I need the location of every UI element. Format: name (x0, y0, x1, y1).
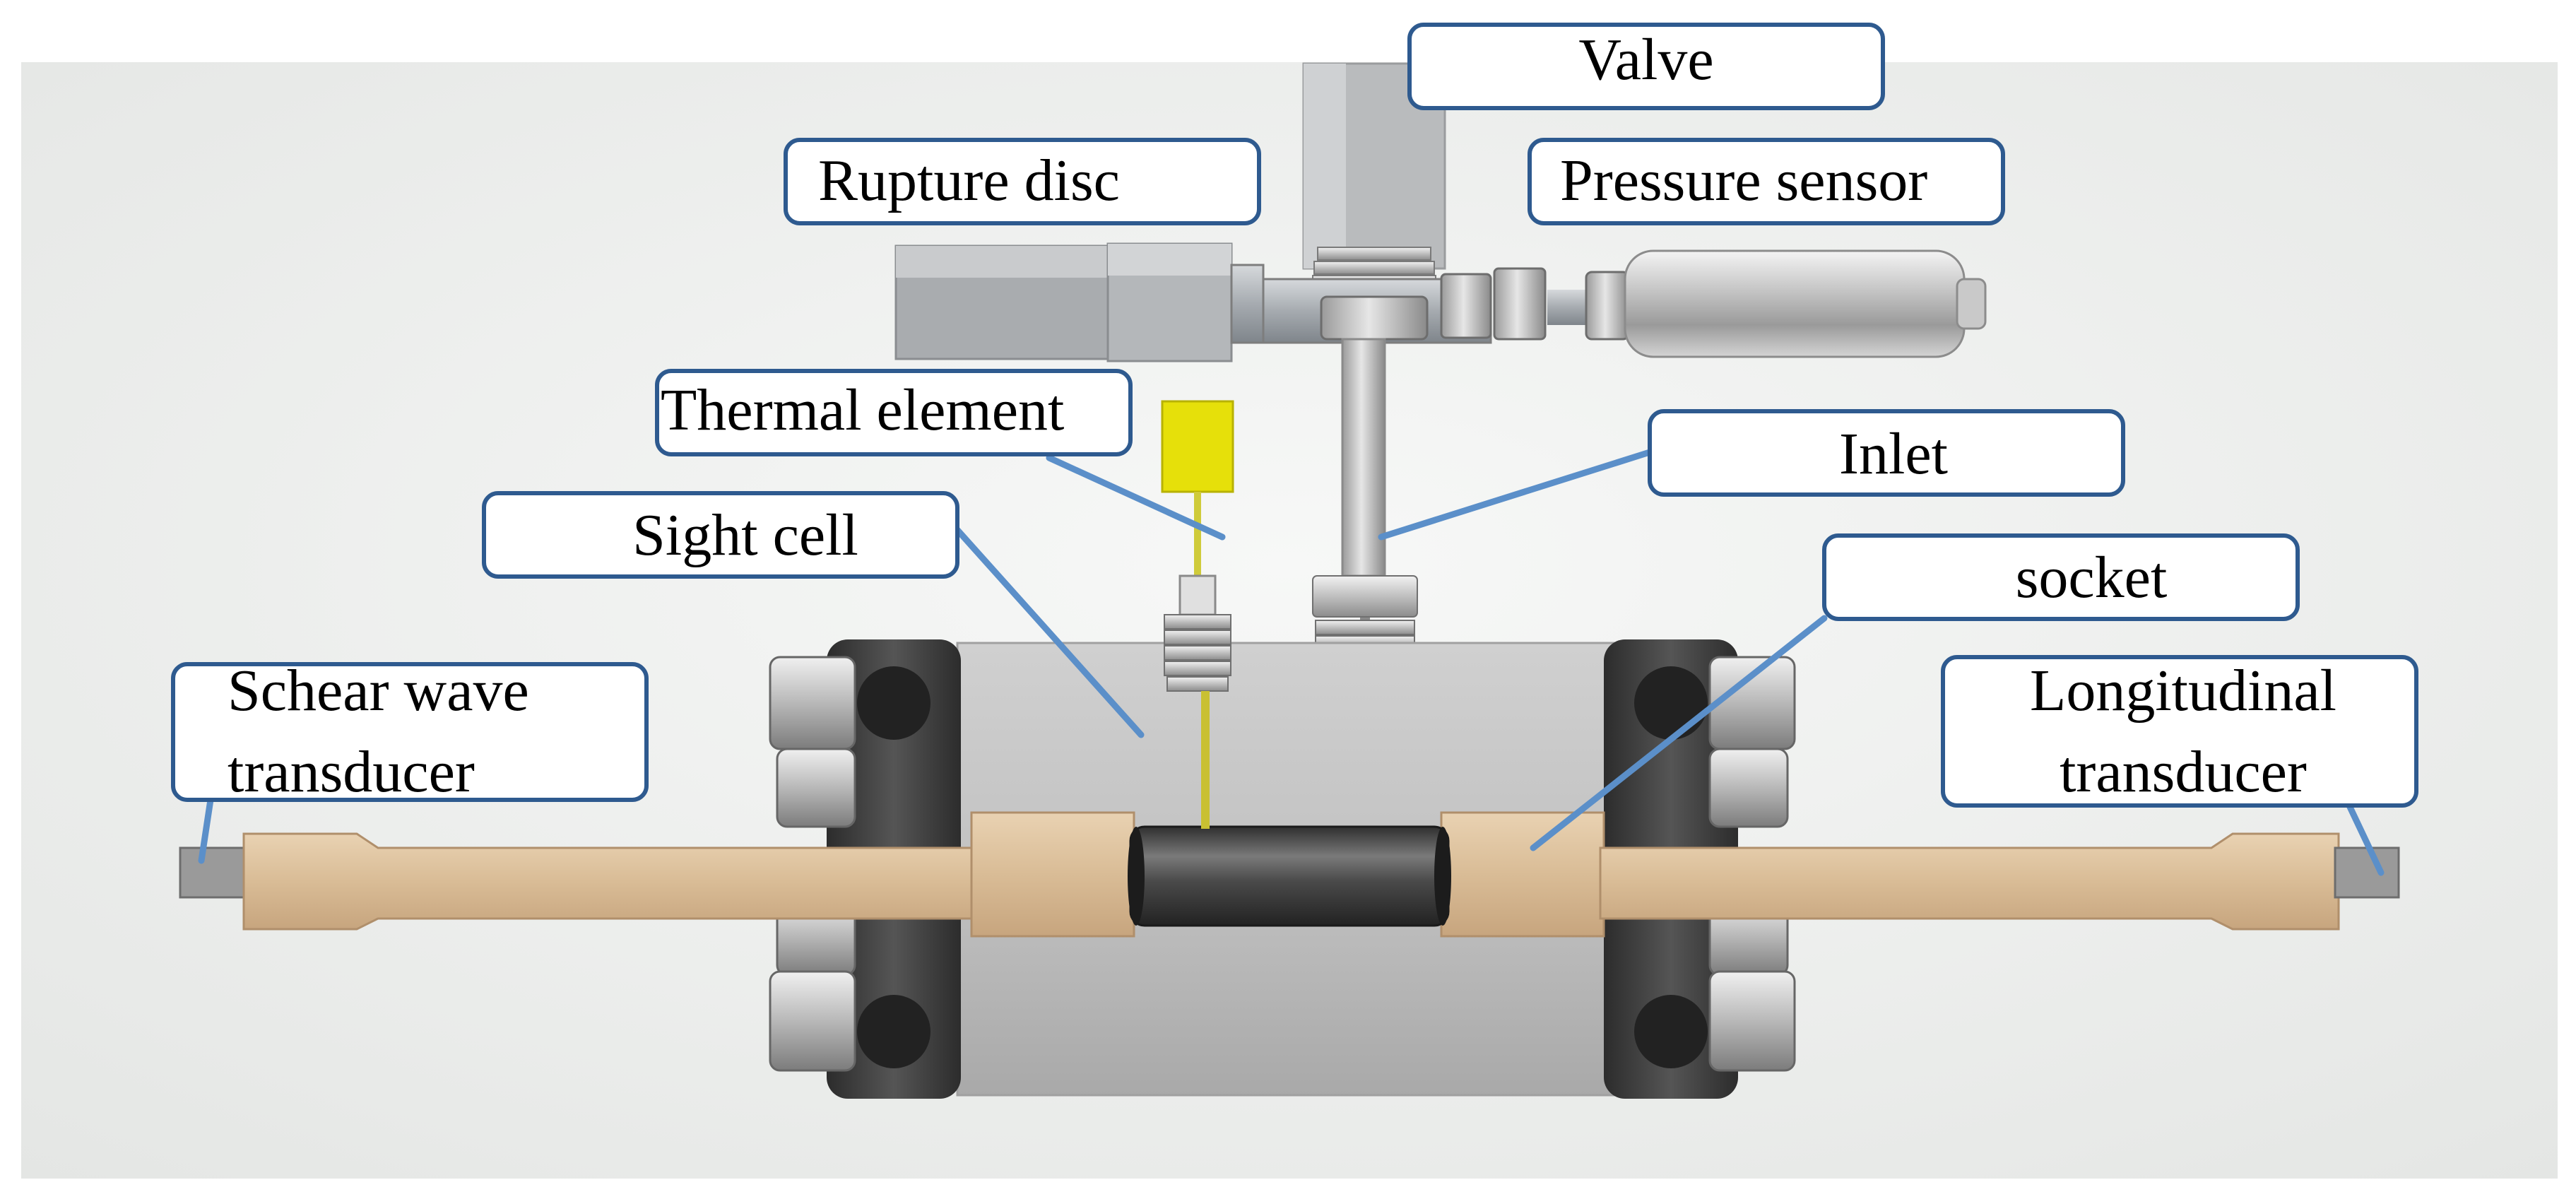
label-longitudinal-transducer: Longitudinal transducer (1941, 655, 2418, 808)
label-valve: Valve (1407, 23, 1885, 110)
label-inlet: Inlet (1648, 409, 2125, 497)
label-longitudinal-line1: Longitudinal (2030, 658, 2336, 724)
label-sight-cell-text: Sight cell (632, 502, 858, 568)
label-socket-text: socket (2016, 545, 2168, 610)
label-socket: socket (1822, 533, 2300, 621)
label-inlet-text: Inlet (1839, 421, 1948, 487)
label-valve-text: Valve (1578, 27, 1713, 93)
pressure-sensor-body (1547, 249, 1987, 358)
label-pressure-sensor-text: Pressure sensor (1560, 148, 1927, 213)
label-shear-wave-line1: Schear wave (228, 658, 529, 724)
leader-line-thermal-element (1046, 454, 1226, 541)
label-longitudinal-line2: transducer (2060, 739, 2307, 805)
label-rupture-disc: Rupture disc (784, 138, 1261, 225)
label-sight-cell: Sight cell (482, 491, 959, 579)
leader-line-shear-wave-transducer (198, 796, 214, 864)
longitudinal-transducer-rod (1440, 811, 2400, 938)
label-thermal-element: Thermal element (655, 369, 1133, 456)
shear-wave-transducer-rod (179, 811, 1135, 938)
leader-line-socket (1530, 615, 1828, 851)
label-shear-wave-transducer: Schear wave transducer (171, 658, 649, 805)
label-pressure-sensor: Pressure sensor (1528, 138, 2005, 225)
label-thermal-element-text: Thermal element (661, 377, 1064, 443)
thermal-element-probe (1161, 400, 1234, 829)
label-shear-wave-line2: transducer (228, 739, 475, 805)
right-flange (1604, 639, 1796, 1099)
tee-fitting (1256, 267, 1547, 344)
sight-window (1128, 825, 1451, 927)
label-rupture-disc-text: Rupture disc (818, 148, 1120, 213)
leader-line-sight-cell (954, 526, 1145, 738)
rupture-disc-body (894, 242, 1265, 362)
leader-line-longitudinal-transducer (2346, 802, 2385, 876)
leader-line-inlet (1378, 449, 1653, 541)
inlet-pipe (1312, 338, 1418, 827)
